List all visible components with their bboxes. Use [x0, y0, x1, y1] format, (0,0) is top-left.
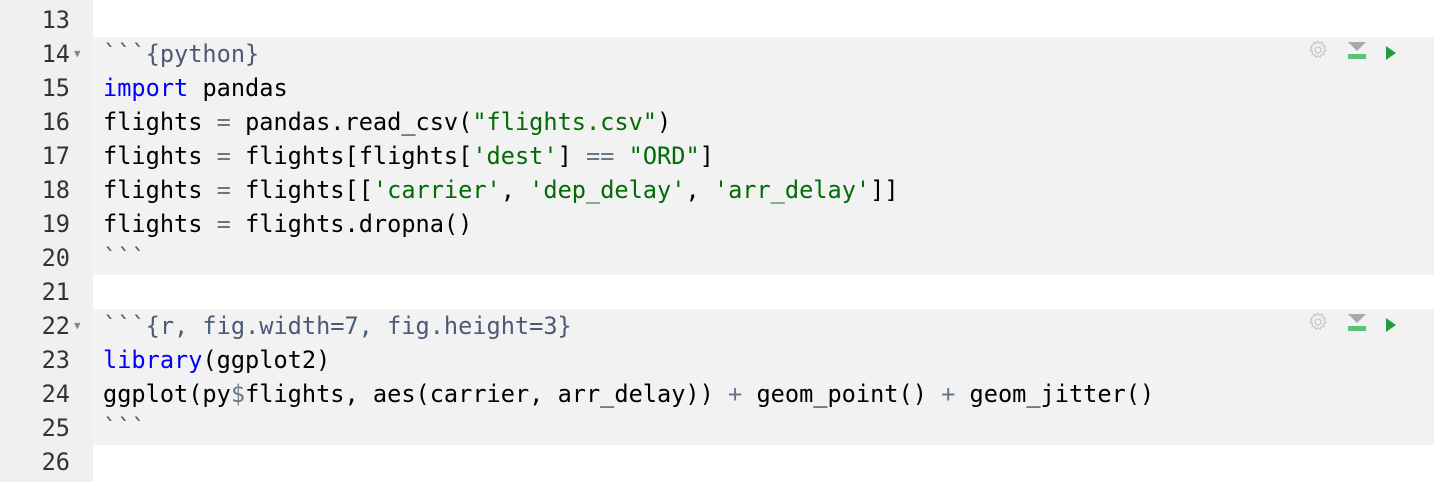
code-text[interactable]: flights = flights[flights['dest'] == "OR… [93, 139, 1434, 173]
run-chunk-icon[interactable] [1384, 37, 1398, 71]
chunk-toolbar [1306, 309, 1434, 343]
editor-line[interactable]: 22 ▼ ```{r, fig.width=7, fig.height=3} [0, 309, 1434, 343]
line-number: 16 [41, 108, 70, 136]
code-token [614, 142, 628, 170]
code-token: pandas.read_csv( [230, 108, 473, 136]
line-number: 23 [41, 346, 70, 374]
code-text[interactable]: ```{r, fig.width=7, fig.height=3} [93, 309, 1434, 343]
code-token: = [216, 108, 231, 136]
editor-line[interactable]: 14 ▼ ```{python} [0, 37, 1434, 71]
editor-line[interactable]: 15 import pandas [0, 71, 1434, 105]
code-token: 'carrier' [372, 176, 501, 204]
code-token: ) [657, 108, 672, 136]
gear-icon[interactable] [1306, 309, 1330, 343]
code-text[interactable]: ```{python} [93, 37, 1434, 71]
line-number: 26 [41, 448, 70, 476]
run-previous-chunks-icon[interactable] [1346, 309, 1368, 343]
code-token: , [685, 176, 714, 204]
line-number: 24 [41, 380, 70, 408]
code-token: == [586, 142, 615, 170]
line-number: 25 [41, 414, 70, 442]
code-text[interactable]: ggplot(py$flights, aes(carrier, arr_dela… [93, 377, 1434, 411]
code-token: 'dest' [472, 142, 558, 170]
line-number-gutter [0, 0, 93, 482]
code-token: geom_point() [742, 380, 942, 408]
code-token: $ [230, 380, 246, 408]
code-token: + [941, 380, 956, 408]
code-token: ``` [103, 414, 146, 442]
editor-line[interactable]: 16 flights = pandas.read_csv("flights.csv… [0, 105, 1434, 139]
editor-line[interactable]: 24 ggplot(py$flights, aes(carrier, arr_de… [0, 377, 1434, 411]
editor-line[interactable]: 25 ``` [0, 411, 1434, 445]
code-token: flights, aes(carrier, arr_delay)) [245, 380, 729, 408]
editor-line[interactable]: 21 [0, 275, 1434, 309]
code-token: import [103, 74, 189, 102]
code-token: library [103, 346, 203, 374]
code-token: (ggplot2) [202, 346, 331, 374]
code-editor[interactable]: 13 14 ▼ ```{python} 15 import pandas 16 flights… [0, 3, 1434, 479]
gear-icon[interactable] [1306, 37, 1330, 71]
editor-line[interactable]: 13 [0, 3, 1434, 37]
code-token: ``` [103, 244, 146, 272]
code-token: pandas [188, 74, 288, 102]
line-number: 21 [41, 278, 70, 306]
code-token: + [728, 380, 743, 408]
code-token: ] [699, 142, 714, 170]
code-token: = [216, 176, 231, 204]
code-token: flights[[ [230, 176, 373, 204]
code-text[interactable]: flights = flights.dropna() [93, 207, 1434, 241]
code-token: flights [103, 108, 217, 136]
code-token: ```{python} [103, 40, 260, 68]
line-number: 19 [41, 210, 70, 238]
code-token: flights[flights[ [230, 142, 473, 170]
code-text[interactable] [93, 445, 1434, 479]
code-token: = [216, 210, 231, 238]
code-token: ]] [870, 176, 899, 204]
fold-arrow-icon[interactable]: ▼ [74, 319, 81, 332]
code-token: flights [103, 176, 217, 204]
editor-line[interactable]: 26 [0, 445, 1434, 479]
line-number: 20 [41, 244, 70, 272]
run-previous-chunks-icon[interactable] [1346, 37, 1368, 71]
code-token: flights [103, 210, 217, 238]
code-text[interactable]: flights = pandas.read_csv("flights.csv") [93, 105, 1434, 139]
run-chunk-icon[interactable] [1384, 309, 1398, 343]
code-token: ] [557, 142, 586, 170]
code-token: flights.dropna() [230, 210, 473, 238]
line-number: 13 [41, 6, 70, 34]
editor-line[interactable]: 20 ``` [0, 241, 1434, 275]
code-text[interactable] [93, 275, 1434, 309]
code-text[interactable]: ``` [93, 241, 1434, 275]
code-text[interactable] [93, 3, 1434, 37]
code-token: geom_jitter() [955, 380, 1155, 408]
line-number: 17 [41, 142, 70, 170]
code-text[interactable]: import pandas [93, 71, 1434, 105]
code-token: 'arr_delay' [713, 176, 871, 204]
code-token: ggplot(py [103, 380, 231, 408]
code-token: = [216, 142, 231, 170]
editor-line[interactable]: 23 library(ggplot2) [0, 343, 1434, 377]
editor-line[interactable]: 18 flights = flights[['carrier', 'dep_del… [0, 173, 1434, 207]
code-token: , [500, 176, 530, 204]
line-number: 18 [41, 176, 70, 204]
editor-line[interactable]: 17 flights = flights[flights['dest'] == "… [0, 139, 1434, 173]
editor-line[interactable]: 19 flights = flights.dropna() [0, 207, 1434, 241]
code-token: "ORD" [628, 142, 700, 170]
line-number: 15 [41, 74, 70, 102]
code-token: "flights.csv" [472, 108, 658, 136]
chunk-toolbar [1306, 37, 1434, 71]
code-text[interactable]: ``` [93, 411, 1434, 445]
code-text[interactable]: flights = flights[['carrier', 'dep_delay… [93, 173, 1434, 207]
code-token: flights [103, 142, 217, 170]
code-token: 'dep_delay' [529, 176, 686, 204]
code-token: ```{r, fig.width=7, fig.height=3} [103, 312, 572, 340]
line-number: 14 [41, 40, 70, 68]
code-text[interactable]: library(ggplot2) [93, 343, 1434, 377]
line-number: 22 [41, 312, 70, 340]
fold-arrow-icon[interactable]: ▼ [74, 47, 81, 60]
